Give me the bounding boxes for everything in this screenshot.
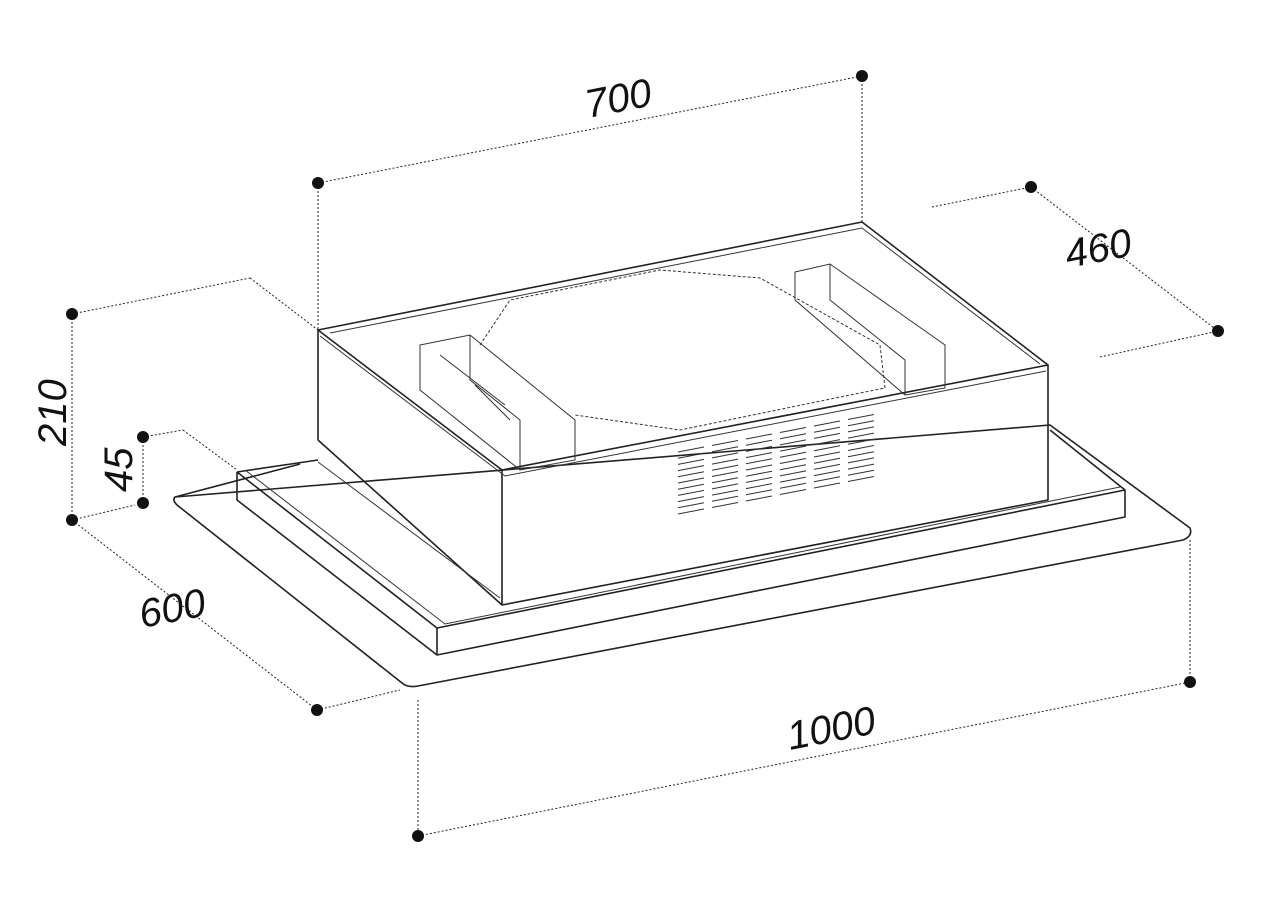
vent-slot (745, 495, 773, 502)
vent-slot (779, 476, 807, 483)
vent-slot (847, 469, 875, 476)
vent-slot (745, 452, 773, 459)
vent-slot (779, 458, 807, 464)
vent-slot (677, 483, 705, 490)
vent-slot (745, 483, 773, 490)
vent-slot (677, 465, 705, 472)
vent-slot (813, 463, 841, 470)
vent-slot (847, 463, 875, 470)
vent-slot (813, 432, 841, 439)
vent-slot (779, 464, 807, 471)
vent-slot (745, 476, 773, 483)
vent-slot (677, 477, 705, 484)
dimension-endpoints (66, 70, 1224, 842)
vent-slot (847, 438, 875, 445)
vent-slot (745, 464, 773, 471)
vent-slot (779, 445, 807, 452)
vent-slot (847, 414, 875, 420)
vent-slot (745, 433, 773, 440)
vent-slot (677, 496, 705, 503)
vent-slot (847, 432, 875, 439)
vent-slot (813, 476, 841, 483)
vent-slot (847, 457, 875, 464)
dim-label-1000: 1000 (783, 699, 879, 759)
vent-slot (711, 489, 739, 496)
vent-slot (847, 476, 875, 482)
vent-slot (779, 433, 807, 440)
motor-box (317, 221, 1049, 606)
vent-slot (711, 471, 739, 477)
vent-slot (711, 495, 739, 502)
vent-slot (779, 451, 807, 458)
vent-slot (813, 420, 841, 427)
extension-lines (71, 75, 1219, 837)
vent-slot (847, 420, 875, 427)
vent-slot (711, 483, 739, 490)
vent-slot (813, 482, 841, 489)
vent-slot (779, 482, 807, 489)
vent-slot (779, 439, 807, 446)
vent-slot (745, 489, 773, 496)
dim-label-210: 210 (31, 379, 75, 447)
vent-slot (847, 451, 875, 458)
vent-slot (711, 502, 739, 508)
frame-tray (236, 429, 1126, 656)
vent-slot (745, 445, 773, 452)
vent-slot (813, 426, 841, 433)
glass-panel (173, 424, 1192, 688)
vent-slot (711, 452, 739, 459)
vent-slot (677, 446, 705, 453)
vent-slot (677, 452, 705, 459)
dim-label-45: 45 (97, 447, 141, 492)
vent-slot (847, 445, 875, 451)
vent-grille (677, 414, 875, 515)
vent-slot (813, 470, 841, 477)
vent-slot (745, 458, 773, 465)
vent-slot (813, 457, 841, 464)
vent-slot (711, 464, 739, 471)
dim-label-460: 460 (1061, 221, 1135, 277)
vent-slot (813, 439, 841, 446)
vent-slot (711, 458, 739, 465)
vent-slot (745, 470, 773, 477)
vent-slot (711, 477, 739, 484)
vent-slot (677, 508, 705, 515)
vent-slot (677, 471, 705, 478)
vent-slot (745, 439, 773, 446)
vent-slot (847, 426, 875, 433)
dim-label-600: 600 (135, 581, 209, 637)
vent-slot (779, 470, 807, 477)
vent-slot (677, 458, 705, 465)
vent-slot (677, 502, 705, 509)
vent-slot (711, 446, 739, 453)
vent-slot (711, 440, 739, 446)
vent-slot (813, 445, 841, 452)
vent-slot (813, 451, 841, 458)
vent-slot (677, 489, 705, 496)
vent-slot (779, 489, 807, 495)
vent-slot (779, 427, 807, 433)
